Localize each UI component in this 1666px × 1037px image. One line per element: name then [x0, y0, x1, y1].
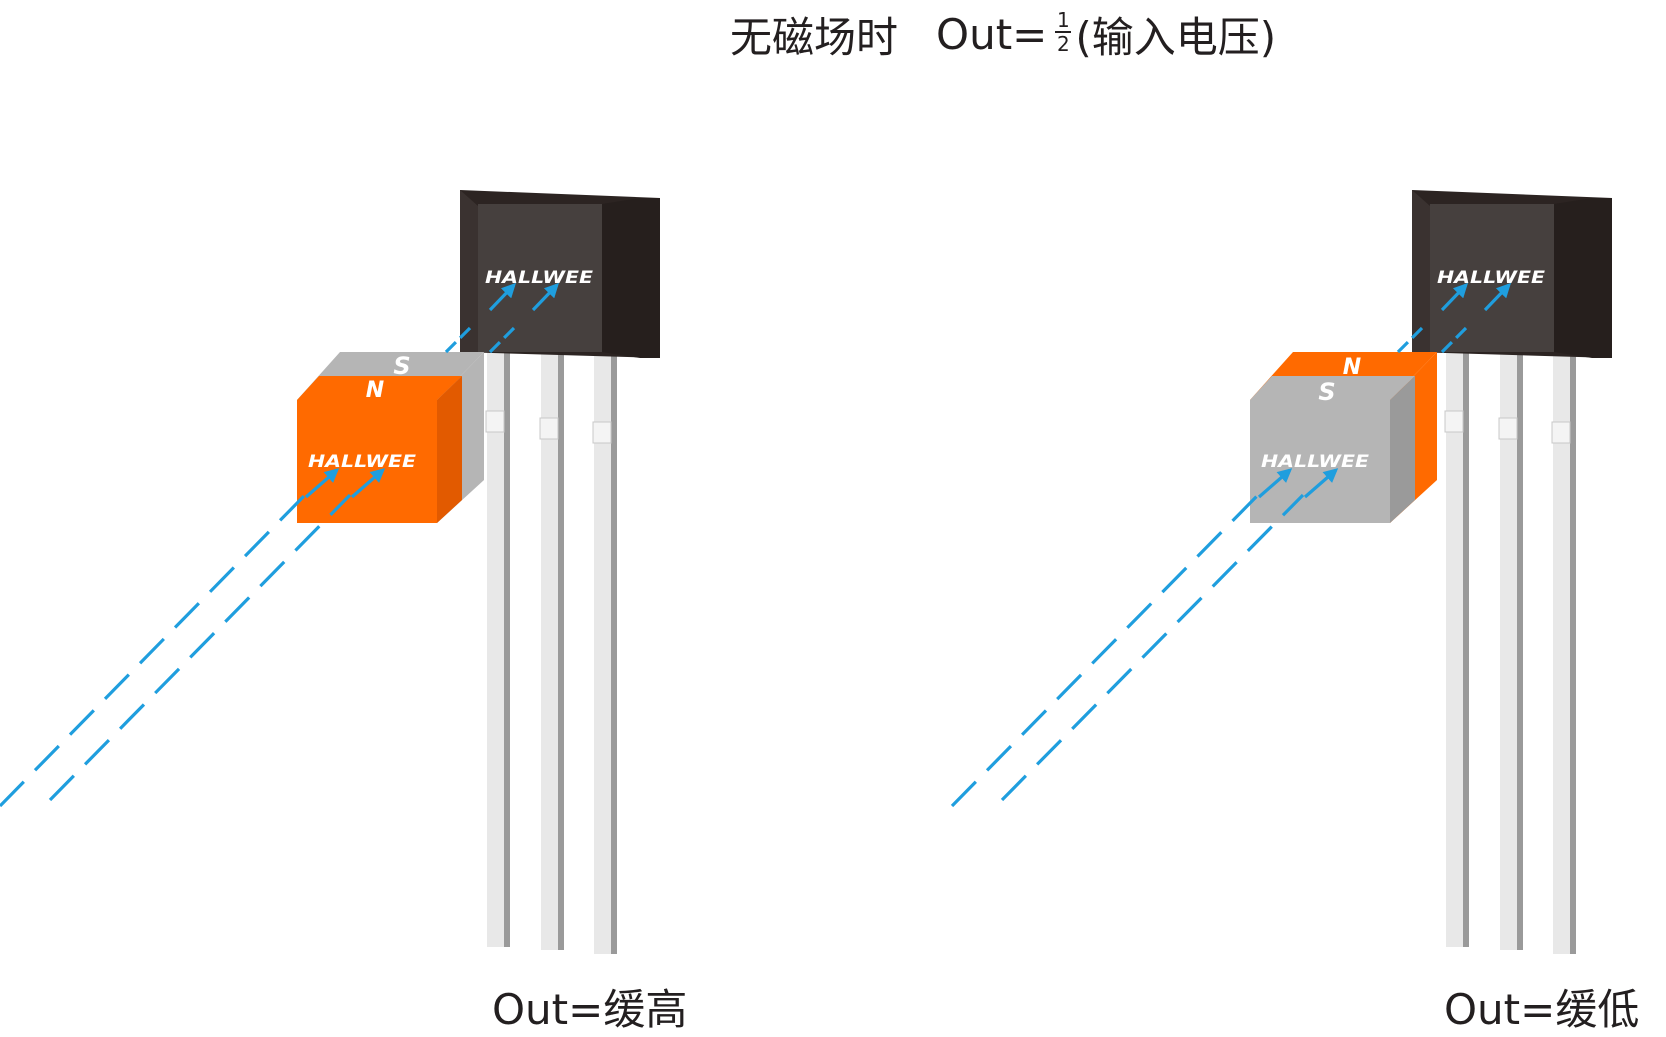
left-magnet: S N HALLWEE: [297, 352, 484, 523]
lead-3: [594, 356, 611, 954]
right-hall-sensor: HALLWEE: [1412, 190, 1612, 358]
right-magnet-logo: HALLWEE: [1261, 452, 1369, 472]
right-magnet: N S HALLWEE: [1250, 352, 1437, 523]
right-front-pole-label: S: [1318, 378, 1335, 406]
left-field-line-3: [444, 326, 472, 354]
right-panel: HALLWEE N S HALLWEE: [950, 190, 1612, 954]
left-magnet-logo: HALLWEE: [308, 452, 416, 472]
left-magnet-top-n: [297, 376, 462, 400]
left-front-pole-label: N: [366, 378, 384, 403]
right-output-label: Out=缓低: [1444, 985, 1640, 1034]
right-field-line-3: [1396, 326, 1424, 354]
lead-3: [1553, 356, 1570, 954]
right-sensor-front: [1430, 204, 1554, 352]
right-field-line-1: [950, 493, 1260, 808]
left-field-line-4: [488, 326, 516, 354]
right-sensor-arrow-2: [1483, 282, 1511, 312]
lead-2-edge: [558, 352, 564, 950]
right-field-line-2: [1000, 493, 1305, 802]
left-top-pole-label: S: [393, 352, 410, 380]
right-field-arrow-1: [1257, 468, 1293, 499]
diagram-title: 无磁场时 Out= 1 2 (输入电压): [730, 4, 1276, 64]
title-condition: 无磁场时: [730, 12, 899, 62]
fraction-numerator: 1: [1056, 8, 1070, 33]
right-sensor-leads: [1444, 352, 1576, 954]
left-sensor-leads: [485, 352, 617, 954]
fraction-denominator: 2: [1056, 31, 1070, 56]
left-hall-sensor: HALLWEE: [460, 190, 660, 358]
left-sensor-arrow-2: [531, 282, 559, 312]
right-sensor-logo: HALLWEE: [1437, 268, 1545, 288]
right-sensor-arrow-1: [1440, 282, 1468, 312]
lead-1: [1446, 352, 1463, 947]
lead-3-edge: [1570, 356, 1576, 954]
title-out-prefix: Out=: [936, 9, 1048, 59]
lead-1-edge: [504, 352, 510, 947]
lead-2-edge: [1517, 352, 1523, 950]
left-sensor-front: [478, 204, 602, 352]
lead-2: [541, 352, 558, 950]
title-fraction: 1 2: [1055, 8, 1072, 56]
left-output-label: Out=缓高: [492, 985, 688, 1034]
left-sensor-arrow-1: [488, 282, 516, 312]
left-sensor-logo: HALLWEE: [485, 268, 593, 288]
right-field-arrow-2: [1303, 468, 1339, 499]
right-field-lines: [950, 282, 1511, 808]
left-field-arrow-2: [350, 468, 386, 499]
right-field-line-4: [1440, 326, 1468, 354]
left-magnet-front: [297, 400, 437, 523]
left-field-line-2: [48, 493, 352, 802]
lead-1-edge: [1463, 352, 1469, 947]
left-field-lines: [0, 282, 559, 808]
left-panel: HALLWEE S N HALLWEE: [0, 190, 660, 954]
left-field-line-1: [0, 493, 307, 808]
left-field-arrow-1: [304, 468, 340, 499]
right-top-pole-label: N: [1343, 355, 1361, 380]
right-magnet-top-s: [1250, 376, 1415, 400]
lead-2: [1500, 352, 1517, 950]
lead-1: [487, 352, 504, 947]
lead-3-edge: [611, 356, 617, 954]
right-magnet-front: [1250, 400, 1390, 523]
title-suffix: (输入电压): [1075, 12, 1277, 62]
